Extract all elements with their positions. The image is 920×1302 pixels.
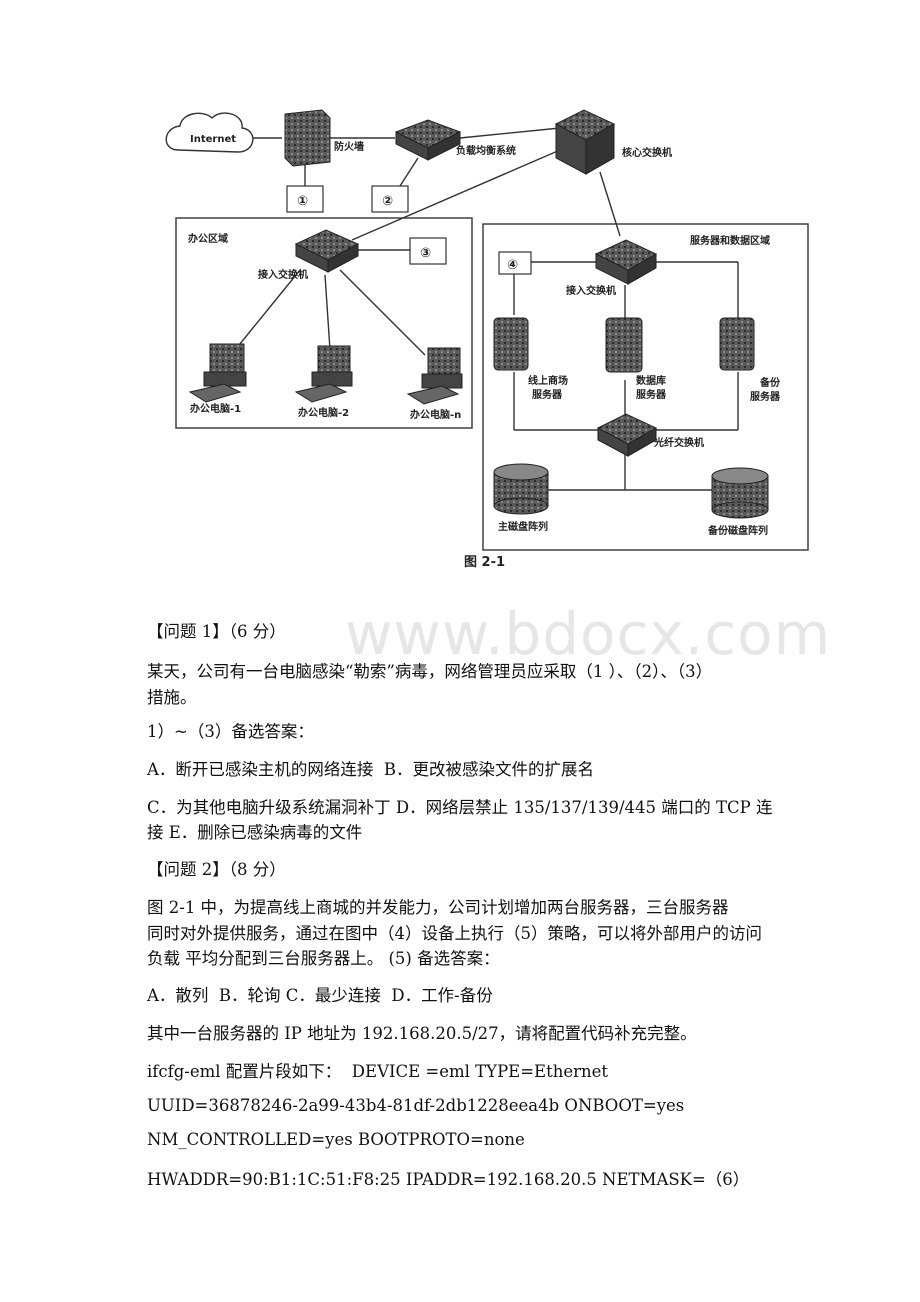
database-server-icon — [605, 317, 643, 373]
backup-disk-array-label: 备份磁盘阵列 — [707, 524, 768, 537]
config-line-3: NM_CONTROLLED=yes BOOTPROTO=none — [147, 1130, 525, 1149]
pc-1-label: 办公电脑-1 — [190, 402, 241, 415]
main-disk-array-label: 主磁盘阵列 — [498, 520, 548, 533]
pc-1-icon — [188, 343, 247, 403]
backup-server-icon — [719, 317, 755, 371]
q1-title: 【问题 1】（6 分） — [147, 622, 286, 641]
backup-server-label-1: 备份 — [759, 376, 781, 389]
q2-title: 【问题 2】（8 分） — [147, 860, 286, 879]
fiber-switch-icon — [596, 413, 658, 457]
main-disk-array-icon — [493, 463, 549, 515]
q1-option-e: 接 E．删除已感染病毒的文件 — [147, 823, 363, 842]
server-access-switch-label: 接入交换机 — [566, 284, 616, 297]
config-line-4: HWADDR=90:B1:1C:51:F8:25 IPADDR=192.168.… — [147, 1170, 750, 1189]
q2-line2: 同时对外提供服务，通过在图中（4）设备上执行（5）策略，可以将外部用户的访问 — [147, 924, 762, 943]
q1-line2: 措施。 — [147, 688, 197, 707]
config-line-1: ifcfg-eml 配置片段如下： DEVICE =eml TYPE=Ether… — [147, 1062, 609, 1081]
marker-2: ② — [382, 194, 393, 209]
pc-2-label: 办公电脑-2 — [298, 406, 349, 419]
server-zone-label: 服务器和数据区域 — [690, 234, 770, 247]
q1-options-title: 1）~（3）备选答案： — [147, 722, 314, 741]
db-server-label-2: 服务器 — [636, 388, 667, 401]
office-zone-box — [175, 217, 473, 429]
pc-n-icon — [406, 347, 463, 405]
internet-label: Internet — [190, 134, 236, 145]
mall-server-label-2: 服务器 — [532, 388, 563, 401]
connection-lines — [234, 127, 739, 491]
fiber-switch-label: 光纤交换机 — [653, 436, 704, 449]
marker-4: ④ — [507, 258, 518, 273]
core-switch-label: 核心交换机 — [622, 146, 672, 159]
office-access-switch-icon — [294, 229, 360, 273]
load-balancer-icon — [394, 119, 462, 161]
q2-options: A．散列 B．轮询 C．最少连接 D．工作-备份 — [147, 986, 493, 1005]
q1-option-ab: A．断开已感染主机的网络连接 B．更改被感染文件的扩展名 — [147, 760, 595, 779]
q1-option-cd: C．为其他电脑升级系统漏洞补丁 D．网络层禁止 135/137/139/445 … — [147, 798, 773, 817]
config-line-2: UUID=36878246-2a99-43b4-81df-2db1228eea4… — [147, 1096, 685, 1115]
marker-4-box — [498, 251, 532, 275]
marker-3-box — [409, 237, 447, 265]
q2-ip: 其中一台服务器的 IP 地址为 192.168.20.5/27，请将配置代码补充… — [147, 1024, 697, 1043]
core-switch-icon — [554, 109, 616, 175]
q2-line3: 负载 平均分配到三台服务器上。 (5) 备选答案： — [147, 949, 500, 968]
firewall-label: 防火墙 — [334, 140, 364, 153]
marker-1: ① — [297, 194, 308, 209]
pc-2-icon — [294, 345, 353, 403]
mall-server-icon — [493, 317, 529, 371]
office-access-switch-label: 接入交换机 — [258, 268, 308, 281]
backup-disk-array-icon — [711, 467, 769, 519]
backup-server-label-2: 服务器 — [750, 390, 781, 403]
server-zone-box — [482, 223, 809, 551]
marker-1-box — [286, 185, 324, 213]
internet-cloud-icon — [165, 112, 254, 153]
load-balancer-label: 负载均衡系统 — [456, 144, 516, 157]
mall-server-label-1: 线上商场 — [528, 374, 568, 387]
watermark: www.bdocx.com — [345, 600, 832, 668]
pc-n-label: 办公电脑-n — [410, 408, 461, 421]
db-server-label-1: 数据库 — [636, 374, 666, 387]
q2-line1: 图 2-1 中，为提高线上商城的并发能力，公司计划增加两台服务器，三台服务器 — [147, 898, 729, 917]
q1-line1: 某天，公司有一台电脑感染“勒索”病毒，网络管理员应采取（1 ）、（2）、（3） — [147, 662, 713, 681]
marker-2-box — [371, 185, 409, 213]
network-topology-diagram: Internet 防火墙 负载均衡系统 核心交换机 ① ② 办公区域 接入交换机… — [165, 109, 809, 570]
marker-3: ③ — [420, 246, 431, 261]
server-access-switch-icon — [594, 239, 658, 285]
firewall-icon — [284, 109, 331, 167]
diagram-caption: 图 2-1 — [464, 555, 505, 570]
office-zone-label: 办公区域 — [188, 232, 228, 245]
